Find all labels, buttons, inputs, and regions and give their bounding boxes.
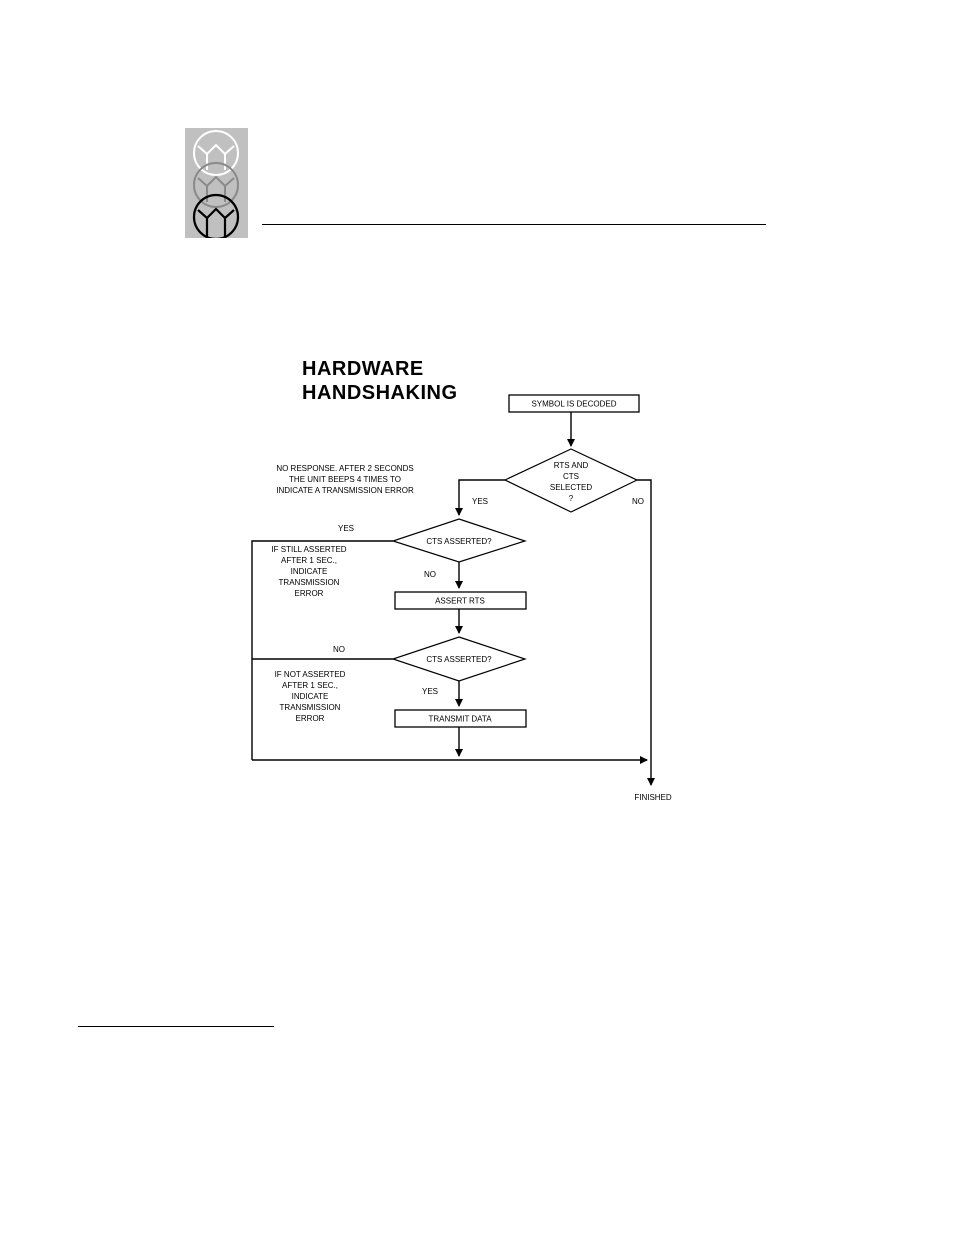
no-response-line-2: THE UNIT BEEPS 4 TIMES TO: [289, 475, 401, 484]
not-asserted-line-3: INDICATE: [292, 692, 329, 701]
decision-2-label: CTS ASSERTED?: [426, 537, 492, 546]
still-asserted-line-4: TRANSMISSION: [279, 578, 340, 587]
decision-1-line-2: CTS: [563, 472, 579, 481]
still-asserted-line-3: INDICATE: [291, 567, 328, 576]
decision-1-line-3: SELECTED: [550, 483, 592, 492]
arrow-no-to-finished: [637, 479, 655, 786]
not-asserted-line-4: TRANSMISSION: [280, 703, 341, 712]
assert-rts-label: ASSERT RTS: [435, 597, 485, 606]
logo: [185, 128, 248, 241]
decision-3-yes-label: YES: [422, 687, 438, 696]
decision-2-yes-label: YES: [338, 524, 354, 533]
still-asserted-line-2: AFTER 1 SEC.,: [281, 556, 337, 565]
start-label: SYMBOL IS DECODED: [531, 400, 616, 409]
transmit-box: [394, 709, 527, 728]
transmit-label: TRANSMIT DATA: [428, 715, 492, 724]
arrow-yes-to-cts-check: [455, 479, 505, 516]
arrow-yes-to-error-return: [251, 540, 393, 760]
finished-label: FINISHED: [634, 793, 672, 802]
decision-1-line-1: RTS AND: [554, 461, 589, 470]
title-line-2: HANDSHAKING: [302, 382, 458, 404]
decision-1-no-label: NO: [632, 497, 644, 506]
decision-1-line-4: ?: [569, 494, 574, 503]
not-asserted-line-1: IF NOT ASSERTED: [275, 670, 346, 679]
decision-1-yes-label: YES: [472, 497, 488, 506]
decision-3-no-label: NO: [333, 645, 345, 654]
decision-3-label: CTS ASSERTED?: [426, 655, 492, 664]
decision-rts-cts-selected: [503, 448, 639, 513]
diagram-title: HARDWARE HANDSHAKING: [302, 357, 458, 405]
assert-rts-box: [394, 591, 527, 610]
start-box: [508, 394, 640, 413]
header-rule: [262, 224, 766, 225]
no-response-line-1: NO RESPONSE. AFTER 2 SECONDS: [276, 464, 413, 473]
not-asserted-line-2: AFTER 1 SEC.,: [282, 681, 338, 690]
still-asserted-line-1: IF STILL ASSERTED: [271, 545, 346, 554]
decision-2-no-label: NO: [424, 570, 436, 579]
title-line-1: HARDWARE: [302, 358, 424, 380]
not-asserted-line-5: ERROR: [296, 714, 325, 723]
footer-rule: [78, 1026, 274, 1027]
still-asserted-line-5: ERROR: [295, 589, 324, 598]
no-response-line-3: INDICATE A TRANSMISSION ERROR: [276, 486, 414, 495]
